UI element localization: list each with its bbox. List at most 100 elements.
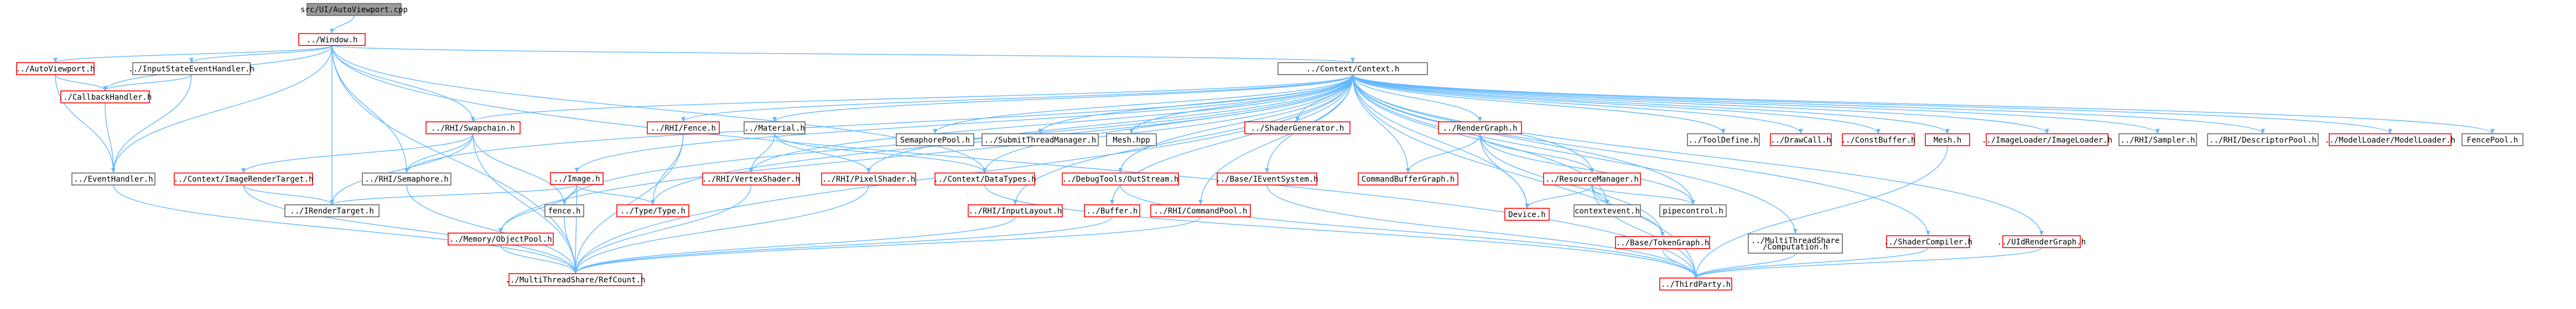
edge-context-to-pipecontrol [1352, 74, 1695, 205]
node-multithread-computation[interactable]: ../MultiThreadShare/Computation.h [1748, 233, 1843, 254]
node-context[interactable]: ../Context/Context.h [1277, 62, 1428, 75]
edge-window-to-eventhandler [111, 45, 333, 173]
node-box [2329, 133, 2452, 146]
node-modelloader[interactable]: ../ModelLoader/ModelLoader.h [2325, 133, 2455, 146]
node-box [132, 62, 251, 75]
node-semaphorepool[interactable]: SemaphorePool.h [896, 133, 974, 146]
node-memobjpool[interactable]: ../Memory/ObjectPool.h [448, 233, 554, 246]
node-root[interactable]: src/UI/AutoViewport.cpp [300, 3, 408, 16]
node-rhi-fence[interactable]: ../RHI/Fence.h [647, 121, 720, 135]
node-meshhpp[interactable]: Mesh.hpp [1106, 133, 1157, 146]
node-box [896, 133, 974, 146]
node-label: ../ConstBuffer.h [1841, 136, 1916, 145]
node-inputstate[interactable]: ../InputStateEventHandler.h [128, 62, 255, 75]
node-box [544, 204, 584, 218]
node-box [647, 121, 720, 135]
node-pipecontrol[interactable]: pipecontrol.h [1659, 204, 1727, 218]
node-fencepool[interactable]: FencePool.h [2461, 133, 2523, 146]
node-typeh[interactable]: ../Type/Type.h [616, 204, 689, 218]
edge-window-to-inputstate [189, 45, 333, 63]
node-callbackhandler[interactable]: ../CallbackHandler.h [59, 90, 152, 104]
node-box [821, 172, 916, 186]
node-rhi-vertexshader[interactable]: ../RHI/VertexShader.h [702, 172, 800, 186]
node-rendergraph[interactable]: ../RenderGraph.h [1438, 121, 1522, 135]
node-box [71, 172, 155, 186]
node-ctx-imagerendertarget[interactable]: ../Context/ImageRenderTarget.h [174, 172, 314, 186]
node-constbuffer[interactable]: ../ConstBuffer.h [1841, 133, 1916, 146]
node-resourcemanager[interactable]: ../ResourceManager.h [1543, 172, 1641, 186]
edge-context-to-shadercompiler [1352, 74, 1930, 236]
edge-base_eventsystem-to-thirdparty [1266, 185, 1698, 279]
edge-context-to-rhi_swapchain [471, 74, 1353, 122]
edge-context-to-ctx_datatypes [983, 74, 1353, 173]
node-fence[interactable]: fence.h [544, 204, 584, 218]
node-base-tokengraph[interactable]: ../Base/TokenGraph.h [1615, 236, 1710, 249]
node-label: ../ShaderGenerator.h [1251, 124, 1344, 133]
node-box [1573, 204, 1641, 218]
node-autoviewport[interactable]: ../AutoViewport.h [15, 62, 95, 75]
edge-rhi_vertexshader-to-refcount [573, 185, 752, 274]
node-label: ../RHI/InputLayout.h [969, 207, 1062, 216]
node-box [1062, 172, 1179, 186]
node-commandbuffergraph[interactable]: CommandBufferGraph.h [1358, 172, 1458, 186]
edge-rhi_pixelshader-to-refcount [573, 185, 869, 274]
node-base-eventsystem[interactable]: ../Base/IEventSystem.h [1216, 172, 1318, 186]
node-rhi-inputlayout[interactable]: ../RHI/InputLayout.h [968, 204, 1063, 218]
edge-material-to-rhi_vertexshader [749, 133, 775, 173]
edge-context-to-meshh [1352, 74, 1950, 134]
node-box [1659, 204, 1727, 218]
node-rhi-descriptorpool[interactable]: ../RHI/DescriptorPool.h [2207, 133, 2319, 146]
edge-window-to-rhi_swapchain [331, 45, 475, 122]
node-box [174, 172, 313, 186]
edge-context-to-meshhpp [1129, 74, 1353, 134]
edge-rhi_commandpool-to-refcount [573, 217, 1201, 274]
edge-context-to-rhi_sampler [1352, 74, 2160, 134]
edge-buffer-to-refcount [573, 217, 1113, 274]
node-submitthreadmgr[interactable]: ../SubmitThreadManager.h [981, 133, 1099, 146]
node-label: ../RHI/Swapchain.h [431, 124, 515, 133]
node-label: ../EventHandler.h [74, 175, 153, 184]
node-label: ../MultiThreadShare/RefCount.h [506, 276, 646, 285]
node-toolsdefine[interactable]: ../ToolDefine.h [1687, 133, 1760, 146]
node-box [2118, 133, 2197, 146]
node-image[interactable]: ../Image.h [550, 172, 604, 186]
node-eventhandler[interactable]: ../EventHandler.h [71, 172, 155, 186]
node-rhi-pixelshader[interactable]: ../RHI/PixelShader.h [821, 172, 916, 186]
node-material[interactable]: ../Material.h [744, 121, 806, 135]
node-refcount[interactable]: ../MultiThreadShare/RefCount.h [506, 273, 646, 286]
node-rhi-swapchain[interactable]: ../RHI/Swapchain.h [425, 121, 521, 135]
node-label: CommandBufferGraph.h [1362, 175, 1455, 184]
edge-ctx_imagerendertarget-to-irendertarget [243, 184, 334, 205]
edge-root-to-window [330, 15, 355, 34]
node-uidrendergraph[interactable]: ../UIdRenderGraph.h [1997, 235, 2086, 249]
edge-rhi_swapchain-to-fence [472, 133, 567, 205]
node-irendertarget[interactable]: ../IRenderTarget.h [284, 204, 380, 218]
node-contextevent[interactable]: contextevent.h [1573, 204, 1641, 218]
node-imageloader[interactable]: ../ImageLoader/ImageLoader.h [1982, 133, 2112, 146]
node-buffer[interactable]: ../Buffer.h [1084, 204, 1140, 218]
edge-inputstate-to-callbackhandler [103, 74, 192, 91]
edge-context-to-image [574, 74, 1353, 173]
node-box [744, 121, 806, 135]
node-drawcall[interactable]: ../DrawCall.h [1770, 133, 1832, 146]
node-label: ../RHI/Sampler.h [2121, 136, 2195, 145]
dependency-edges [53, 15, 2495, 279]
node-label: ../RHI/Semaphore.h [365, 175, 449, 184]
node-thirdparty[interactable]: ../ThirdParty.h [1659, 277, 1732, 291]
node-debugtools[interactable]: ../DebugTools/OutStream.h [1062, 172, 1179, 186]
node-label: ../Image.h [553, 174, 600, 183]
node-device[interactable]: Device.h [1504, 208, 1550, 221]
node-box [60, 90, 150, 104]
node-ctx-datatypes[interactable]: ../Context/DataTypes.h [933, 172, 1036, 186]
node-shadercompiler[interactable]: ../ShaderCompiler.h [1884, 235, 1972, 249]
node-label: SemaphorePool.h [900, 136, 970, 145]
node-label: Mesh.h [1934, 136, 1962, 145]
node-shadergenerator[interactable]: ../ShaderGenerator.h [1244, 121, 1351, 135]
node-rhi-sampler[interactable]: ../RHI/Sampler.h [2118, 133, 2197, 146]
node-rhi-semaphore[interactable]: ../RHI/Semaphore.h [362, 172, 451, 186]
node-meshh[interactable]: Mesh.h [1925, 133, 1970, 146]
node-box [1277, 62, 1428, 75]
node-window[interactable]: ../Window.h [298, 33, 366, 46]
node-label: ../ShaderCompiler.h [1884, 238, 1972, 246]
node-rhi-commandpool[interactable]: ../RHI/CommandPool.h [1150, 204, 1251, 218]
